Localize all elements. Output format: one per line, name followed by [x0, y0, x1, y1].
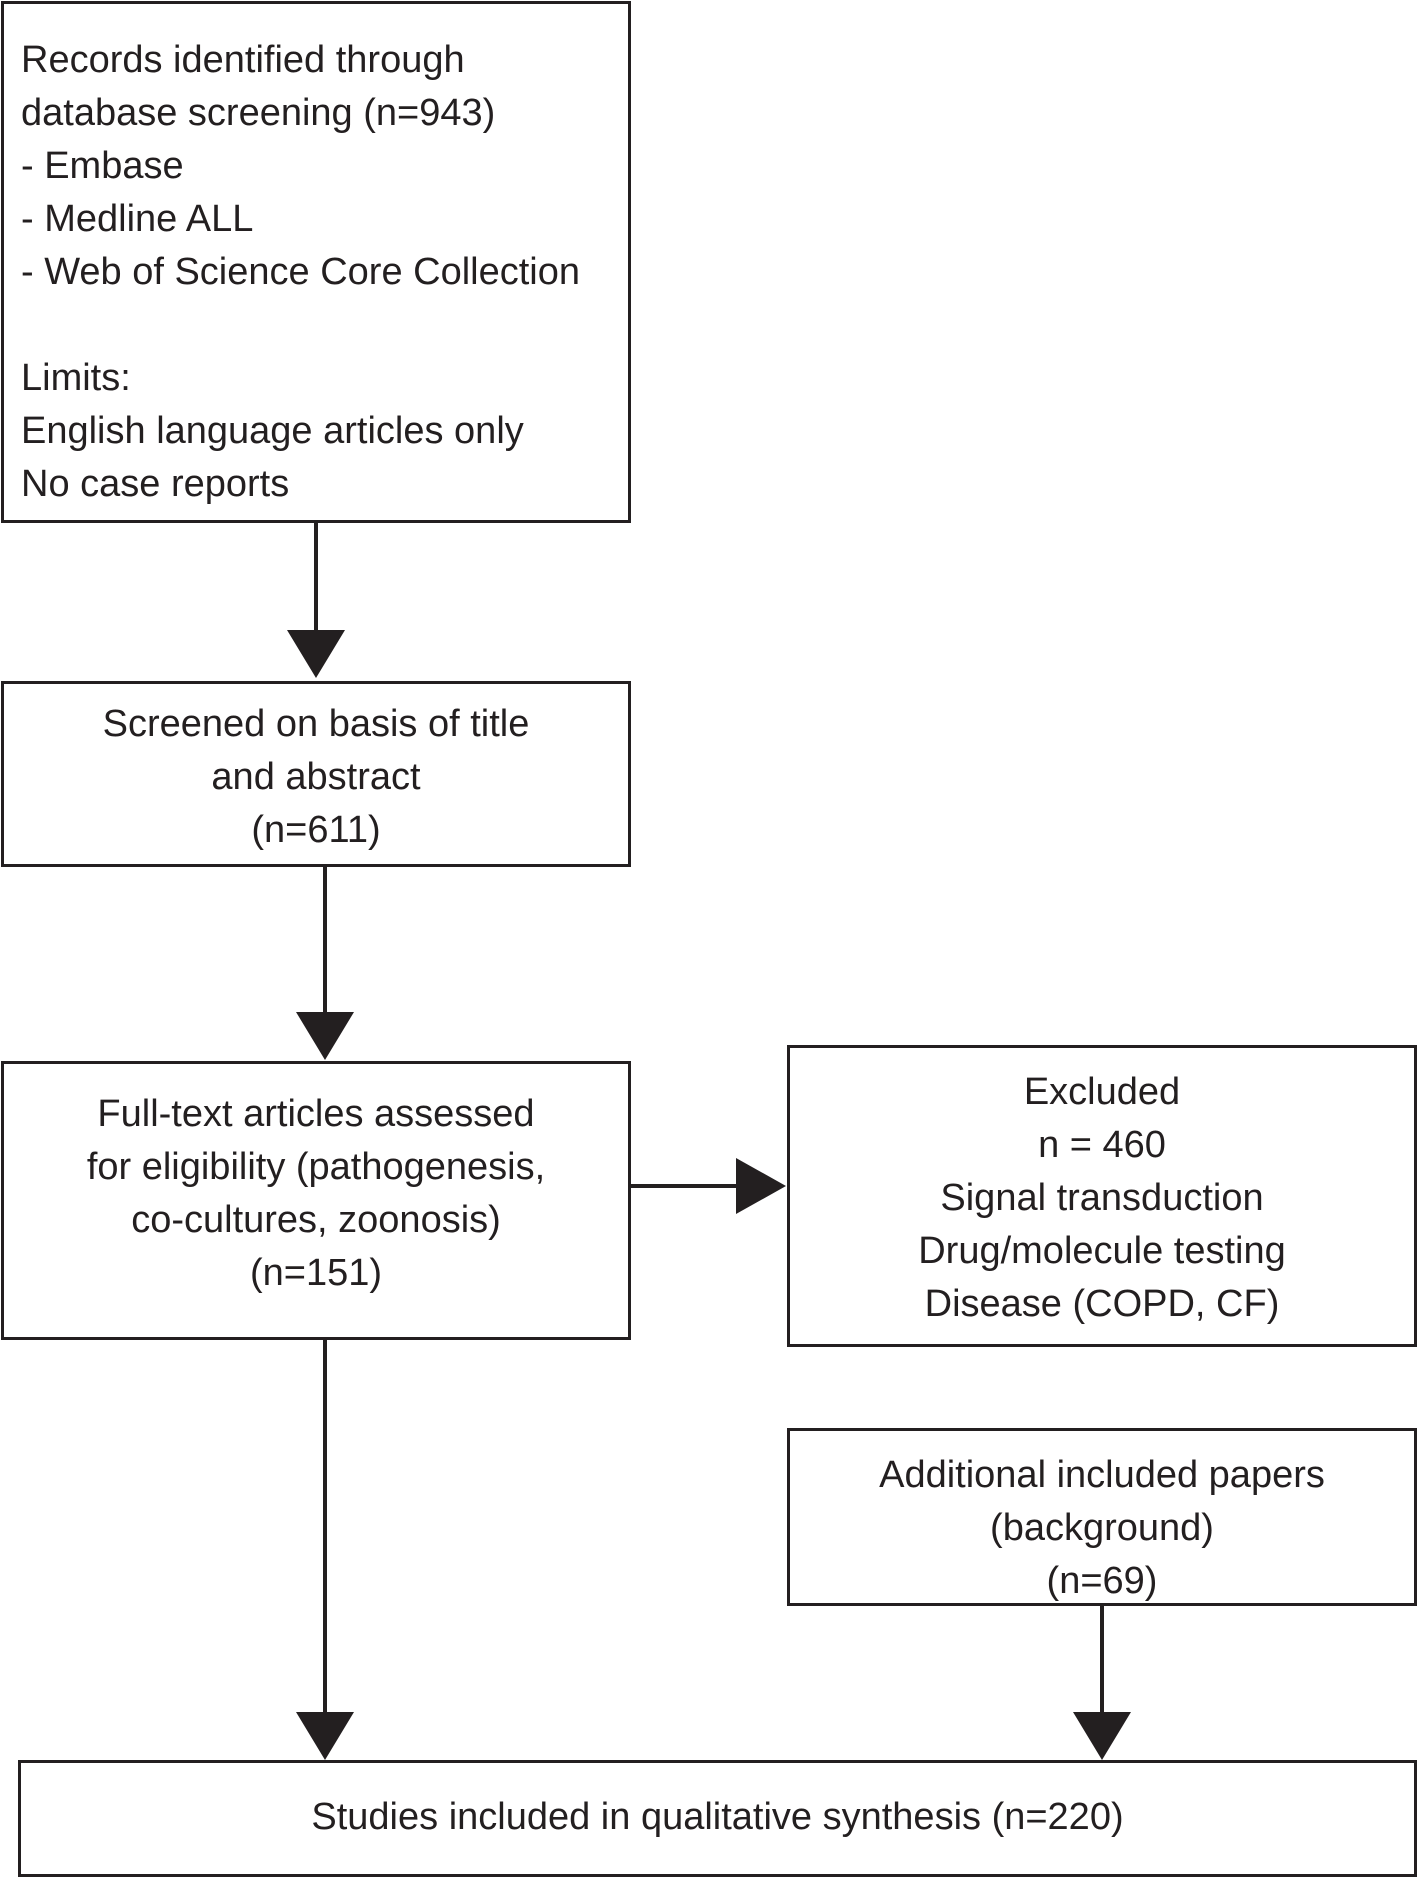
fulltext-line-1: Full-text articles assessed — [97, 1093, 535, 1135]
records-line-4: - Medline ALL — [21, 198, 254, 240]
included-line-1: Studies included in qualitative synthesi… — [311, 1796, 1124, 1838]
additional-line-3: (n=69) — [1046, 1560, 1158, 1602]
limits-line-2: English language articles only — [21, 410, 524, 452]
limits-line-3: No case reports — [21, 463, 290, 505]
excluded-line-4: Drug/molecule testing — [918, 1230, 1286, 1272]
fulltext-assessed-box: Full-text articles assessed for eligibil… — [1, 1061, 631, 1340]
arrow-screened-to-fulltext — [296, 866, 354, 1060]
additional-line-1: Additional included papers — [879, 1454, 1325, 1496]
screened-line-3: (n=611) — [251, 809, 381, 851]
studies-included-box: Studies included in qualitative synthesi… — [18, 1760, 1417, 1877]
records-line-1: Records identified through — [21, 39, 465, 81]
records-spacer — [21, 299, 628, 352]
arrow-records-to-screened — [287, 522, 345, 678]
excluded-line-3: Signal transduction — [940, 1177, 1264, 1219]
fulltext-line-3: co-cultures, zoonosis) — [131, 1199, 501, 1241]
records-line-2: database screening (n=943) — [21, 92, 496, 134]
excluded-line-2: n = 460 — [1038, 1124, 1166, 1166]
arrow-fulltext-to-included — [296, 1339, 354, 1760]
arrow-additional-to-included — [1073, 1606, 1131, 1760]
additional-line-2: (background) — [990, 1507, 1214, 1549]
fulltext-line-2: for eligibility (pathogenesis, — [86, 1146, 546, 1188]
screened-line-2: and abstract — [211, 756, 421, 798]
excluded-line-5: Disease (COPD, CF) — [924, 1283, 1280, 1325]
screened-line-1: Screened on basis of title — [102, 703, 530, 745]
records-line-5: - Web of Science Core Collection — [21, 251, 580, 293]
records-line-3: - Embase — [21, 145, 184, 187]
arrow-fulltext-to-excluded — [630, 1158, 786, 1214]
excluded-line-1: Excluded — [1023, 1071, 1181, 1113]
limits-line-1: Limits: — [21, 357, 131, 399]
records-identified-box: Records identified through database scre… — [1, 1, 631, 523]
excluded-box: Excluded n = 460 Signal transduction Dru… — [787, 1045, 1417, 1347]
fulltext-line-4: (n=151) — [249, 1252, 383, 1294]
screened-box: Screened on basis of title and abstract … — [1, 681, 631, 867]
additional-papers-box: Additional included papers (background) … — [787, 1428, 1417, 1606]
